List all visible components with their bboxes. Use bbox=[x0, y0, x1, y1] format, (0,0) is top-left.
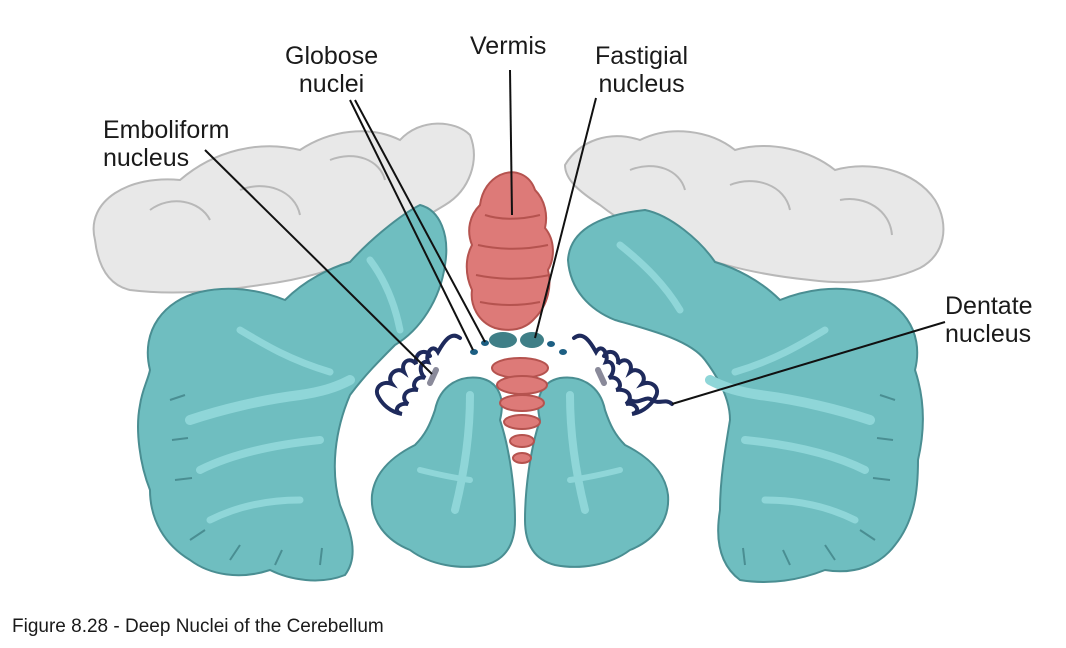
emboliform-nucleus-shape bbox=[427, 367, 607, 386]
cerebellum-inner-left-lobe bbox=[370, 376, 517, 568]
label-globose-nuclei: Globose nuclei bbox=[285, 42, 379, 98]
figure-caption: Figure 8.28 - Deep Nuclei of the Cerebel… bbox=[12, 616, 384, 637]
leader-vermis bbox=[509, 69, 513, 216]
label-fastigial-nucleus: Fastigial nucleus bbox=[595, 42, 689, 98]
leader-lines bbox=[204, 69, 946, 405]
cerebrum-right bbox=[563, 130, 945, 284]
dentate-nucleus-shape bbox=[375, 333, 674, 416]
leader-fastigial bbox=[534, 97, 597, 339]
label-vermis: Vermis bbox=[470, 32, 547, 60]
cerebellum-left-hemisphere bbox=[137, 203, 448, 582]
label-emboliform-nucleus: Emboliform nucleus bbox=[103, 116, 230, 172]
fastigial-nucleus-shape bbox=[489, 332, 544, 348]
leader-dentate bbox=[671, 321, 946, 405]
vermis-upper bbox=[465, 171, 554, 331]
vermis-lower bbox=[491, 357, 549, 464]
label-dentate-nucleus: Dentate nucleus bbox=[945, 292, 1033, 348]
leader-globose-2 bbox=[354, 99, 486, 343]
leader-globose-1 bbox=[349, 99, 474, 351]
globose-nuclei-shape bbox=[470, 340, 567, 355]
leader-emboliform bbox=[204, 149, 433, 375]
